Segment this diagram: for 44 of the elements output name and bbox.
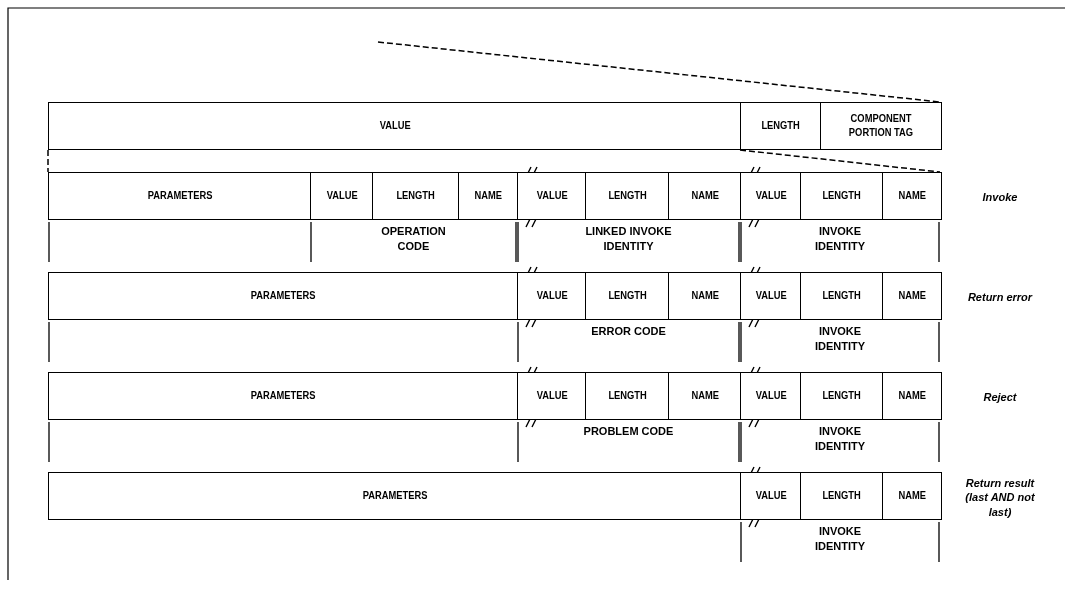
- field-cell: LENGTH: [585, 372, 670, 420]
- field-group-label: LINKED INVOKE IDENTITY: [584, 224, 673, 254]
- field-cell: VALUE: [740, 372, 802, 420]
- field-cell: LENGTH: [800, 272, 884, 320]
- field-group-label: INVOKE IDENTITY: [813, 324, 867, 354]
- message-type-label: Invoke: [981, 190, 1019, 205]
- message-type-label: Return result (last AND not last): [964, 476, 1036, 519]
- field-cell: NAME: [882, 272, 942, 320]
- field-cell: PARAMETERS: [48, 272, 519, 320]
- field-cell: NAME: [882, 172, 942, 220]
- field-cell: LENGTH: [740, 102, 822, 150]
- field-cell: PARAMETERS: [48, 472, 742, 520]
- field-cell: PARAMETERS: [48, 372, 519, 420]
- field-cell: NAME: [458, 172, 519, 220]
- field-cell: VALUE: [740, 472, 802, 520]
- field-group-label: INVOKE IDENTITY: [813, 424, 867, 454]
- field-cell: VALUE: [740, 172, 802, 220]
- message-type-label: Reject: [982, 390, 1018, 405]
- field-cell: LENGTH: [800, 172, 884, 220]
- field-group-label: INVOKE IDENTITY: [813, 224, 867, 254]
- field-cell: VALUE: [517, 372, 587, 420]
- field-group-label: PROBLEM CODE: [582, 424, 675, 439]
- field-cell: VALUE: [48, 102, 742, 150]
- field-cell: VALUE: [517, 172, 587, 220]
- field-cell: VALUE: [740, 272, 802, 320]
- field-group-label: INVOKE IDENTITY: [813, 524, 867, 554]
- message-type-label: Return error: [966, 290, 1034, 305]
- field-cell: NAME: [882, 372, 942, 420]
- field-cell: LENGTH: [585, 272, 670, 320]
- field-cell: LENGTH: [585, 172, 670, 220]
- field-cell: NAME: [668, 172, 742, 220]
- field-cell: COMPONENT PORTION TAG: [820, 102, 942, 150]
- field-cell: LENGTH: [372, 172, 460, 220]
- field-cell: PARAMETERS: [48, 172, 312, 220]
- expansion-line: [47, 149, 49, 173]
- field-cell: VALUE: [517, 272, 587, 320]
- field-cell: NAME: [882, 472, 942, 520]
- field-cell: LENGTH: [800, 372, 884, 420]
- field-cell: NAME: [668, 372, 742, 420]
- field-cell: NAME: [668, 272, 742, 320]
- field-cell: LENGTH: [800, 472, 884, 520]
- field-group-label: OPERATION CODE: [380, 224, 447, 254]
- field-group-label: ERROR CODE: [590, 324, 667, 339]
- field-cell: VALUE: [310, 172, 374, 220]
